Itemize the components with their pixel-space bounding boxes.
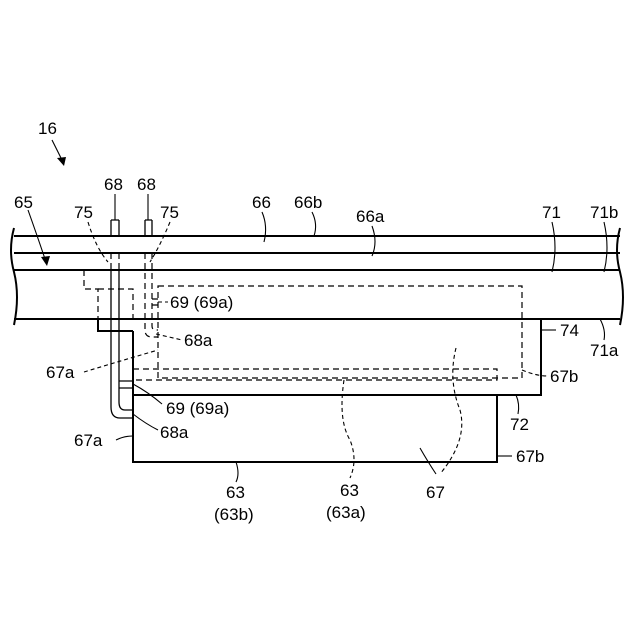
leader-67-upper <box>440 348 462 474</box>
label-seal-left: 75 <box>74 203 93 222</box>
label-part-67: 67 <box>426 483 445 502</box>
label-seal-right: 75 <box>160 203 179 222</box>
leader-16-arrowhead <box>57 157 66 166</box>
label-cell-63a-num: 63 <box>340 481 359 500</box>
label-lead-68a-bottom: 68a <box>160 423 189 442</box>
seal-left-outline <box>84 270 98 319</box>
leader-71b <box>604 222 607 272</box>
seal-left-top <box>98 289 133 319</box>
plate-stack <box>11 228 623 325</box>
label-cell-63-sub: (63b) <box>214 505 254 524</box>
label-cell-63a-sub: (63a) <box>326 503 366 522</box>
label-part-67a-top: 67a <box>46 363 75 382</box>
label-assembly: 16 <box>38 119 57 138</box>
label-terminal-left: 68 <box>104 175 123 194</box>
label-part-67b-top: 67b <box>550 367 578 386</box>
leader-72 <box>516 395 519 414</box>
label-lead-69-top: 69 (69a) <box>170 293 233 312</box>
break-line-right <box>617 228 623 325</box>
leader-65-arrowhead <box>41 256 50 266</box>
leader-66 <box>262 212 266 242</box>
leader-68a-top <box>156 334 182 340</box>
terminal-left-hidden <box>111 253 119 270</box>
upper-cell <box>98 286 541 395</box>
label-lead-69-bottom: 69 (69a) <box>166 399 229 418</box>
label-layer-66a: 66a <box>356 207 385 226</box>
terminal-left-body-outer <box>111 270 133 418</box>
terminal-left-stub <box>111 220 119 236</box>
leader-67b-top <box>522 370 548 376</box>
label-cell-63-num: 63 <box>226 483 245 502</box>
terminal-right-stub <box>145 220 152 236</box>
seals <box>84 270 133 319</box>
label-lead-68a-top: 68a <box>184 331 213 350</box>
leader-68a-bottom <box>133 414 158 430</box>
labels: 16 68 68 65 75 75 66 66b 66a 71 71b 69 (… <box>14 119 619 524</box>
lead-69-bottom-marks <box>119 381 133 388</box>
leader-63b <box>236 462 238 482</box>
leader-66a <box>372 226 375 256</box>
label-part-72: 72 <box>510 415 529 434</box>
label-part-67a-bottom: 67a <box>74 431 103 450</box>
leader-67a-bottom <box>116 436 133 440</box>
label-plate-71a: 71a <box>590 341 619 360</box>
lead-69-top-marks <box>152 299 158 305</box>
cell-74-left-step <box>98 319 133 331</box>
label-part-67b-bottom: 67b <box>516 447 544 466</box>
label-layer-66b: 66b <box>294 193 322 212</box>
leader-71 <box>552 222 555 272</box>
leader-66b <box>312 212 316 236</box>
label-plate-71b: 71b <box>590 203 618 222</box>
leader-75-left <box>88 222 108 262</box>
leader-75-right <box>150 222 170 262</box>
leader-71a <box>600 319 605 340</box>
label-layer-66: 66 <box>252 193 271 212</box>
break-line-left <box>11 228 17 325</box>
label-plate-71: 71 <box>542 203 561 222</box>
label-film: 65 <box>14 193 33 212</box>
label-terminal-right: 68 <box>137 175 156 194</box>
label-part-74: 74 <box>560 321 579 340</box>
terminal-left-body-inner <box>119 270 133 410</box>
